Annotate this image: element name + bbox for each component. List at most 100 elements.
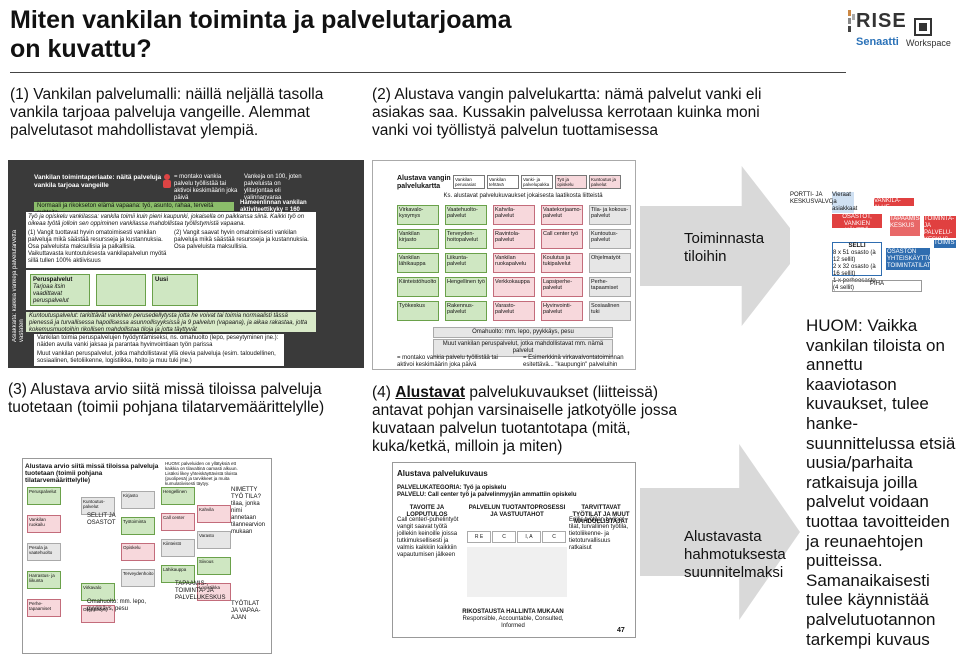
map-header-cell: Vankilan tehtävä (487, 175, 519, 189)
service-box[interactable]: Sosiaalinen tuki (589, 301, 631, 321)
service-box[interactable]: Virkavalo-kysymys (397, 205, 439, 225)
service-box[interactable]: Hyvinvointi-palvelut (541, 301, 583, 321)
service-box[interactable]: Vankilan ruokapalvelu (493, 253, 535, 273)
facility-service-box[interactable]: Lähikauppa (161, 565, 195, 583)
service-box[interactable]: Kiinteistöhuolto (397, 277, 439, 297)
principle-2: (2) Vangit saavat hyvin omatoimisesti va… (174, 230, 309, 250)
workspace-logo-icon (914, 18, 932, 36)
service-box[interactable]: Ravintola-palvelut (493, 229, 535, 249)
facility-service-box[interactable]: Kirjasto (121, 491, 155, 509)
facility-service-box[interactable]: Työtoiminta (121, 517, 155, 535)
page-title: Miten vankilan toiminta ja palvelutarjoa… (10, 6, 512, 63)
service-map-panel: Alustava vangin palvelukartta Ks. alusta… (372, 160, 636, 370)
service-box[interactable]: Kahvila-palvelut (493, 205, 535, 225)
service-box[interactable]: Kuntoutus-palvelut (589, 229, 631, 249)
facility-service-box[interactable]: Terveydenhoito (121, 569, 155, 587)
col-goal-header: TAVOITE JA LOPPUTULOS (406, 505, 448, 518)
service-box[interactable]: Vankilan lähikauppa (397, 253, 439, 273)
workrooms-label: TYÖTILAT JA VAPAA-AJAN (231, 601, 261, 621)
facility-service-box[interactable]: Kiinteistö (161, 539, 195, 557)
facility-service-box[interactable]: Vankilan ruokailu (27, 515, 61, 533)
service-map-grid: Virkavalo-kysymys Vaatehuolto-palvelut Kah… (397, 205, 633, 325)
service-box[interactable]: Työkeskus (397, 301, 439, 321)
facility-service-box[interactable]: Ohjelmatyö (81, 605, 115, 623)
facility-service-box[interactable]: Perhe-tapaamiset (27, 599, 61, 617)
facility-service-box[interactable]: Pesula ja vaatehuolto (27, 543, 61, 561)
facility-service-box[interactable]: Peruspalvelut (27, 487, 61, 505)
service-map-title: Alustava vangin palvelukartta (397, 175, 451, 190)
facilities-estimate-panel: Alustava arvio siitä missä tiloissa palv… (22, 458, 272, 654)
yard-box: PIHA (832, 280, 922, 292)
count-note: Vankeja on 100, joten palveluista on yli… (244, 174, 302, 201)
service-model-panel: Vankilan toimintaperiaate: näitä palvelu… (8, 160, 364, 368)
service-box[interactable]: Koulutus ja tukipalvelut (541, 253, 583, 273)
service-name: PALVELU: Call center työ ja palvelinmyyj… (397, 492, 577, 498)
map-footer-1: Omahuolto: mm. lepo, pyykkäys, pesu (433, 327, 613, 338)
map-header-cell: Kuntoutus ja palvelut (589, 175, 621, 189)
work-study-text: Työ ja opiskelu vankilassa: vankila toim… (28, 214, 305, 227)
service-box-a[interactable] (96, 274, 146, 306)
activity-center-box: TOIMINTA- JA PALVELU-KESKUS (924, 216, 956, 243)
caption-3: (3) Alustava arvio siitä missä tiloissa … (8, 381, 325, 416)
service-box[interactable]: Call center työ (541, 229, 583, 249)
facilities-estimate-title: Alustava arvio siitä missä tiloissa palv… (25, 463, 159, 484)
col-process-header: PALVELUN TUOTANTOPROSESSI JA VASTUUTAHOT (468, 505, 566, 518)
senaatti-logo: Senaatti (856, 36, 899, 48)
caption-4-emphasis: Alustavat (395, 384, 466, 401)
work-study-block: Työ ja opiskelu vankilassa: vankila toim… (26, 212, 316, 268)
basic-services-row: Peruspalvelut Tarjoaa itsin vaadittavat … (26, 270, 316, 310)
uusi-box[interactable]: Uusi (152, 274, 198, 306)
caption-2: (2) Alustava vangin palvelukartta: nämä … (372, 86, 762, 139)
service-box[interactable]: Liikunta-palvelut (445, 253, 487, 273)
service-box[interactable]: Ohjelmatyöt (589, 253, 631, 273)
title-divider (10, 72, 846, 73)
map-header-cell: Työ ja opiskelu (555, 175, 587, 189)
service-box[interactable]: Vaatehuolto-palvelut (445, 205, 487, 225)
facilities-self-care: Omahuolto: mm. lepo, pyykkäys, pesu (87, 599, 147, 612)
service-box[interactable]: Hengellinen työ (445, 277, 487, 297)
service-box[interactable]: Rakennus-palvelut (445, 301, 487, 321)
facilities-note: HUOM: palveluiden on yllätyksiä ett kaik… (165, 461, 238, 486)
caption-1: (1) Vankilan palvelumalli: näillä neljäl… (10, 86, 324, 139)
service-box[interactable]: Varasto-palvelut (493, 301, 535, 321)
service-box[interactable]: Lapsiperhe-palvelut (541, 277, 583, 297)
banner-normal-life: Normaali ja rikokseton elämä vapaana: ty… (34, 202, 234, 216)
facility-service-box[interactable]: Virkavalo (81, 583, 115, 601)
cells-label: SELLIT JA OSASTOT (87, 513, 116, 526)
service-box[interactable]: Terveyden-hoitopalvelut (445, 229, 487, 249)
map-footer-2: Muut vankilan peruspalvelut, jotka mahdo… (433, 339, 613, 357)
raci-cell: I, A (517, 531, 541, 543)
facility-diagram-panel: PORTTI- JA KESKUSVALVONTA Vieraat ja asi… (790, 186, 956, 306)
facility-service-box[interactable]: Opiskelu (121, 543, 155, 561)
process-text-block (467, 547, 567, 597)
facility-service-box[interactable]: Kahvila (197, 505, 231, 523)
service-box[interactable]: Vankilan kirjasto (397, 229, 439, 249)
facility-service-box[interactable]: Kuntoutus-palvelut (81, 497, 115, 515)
named-work-label: NIMETTY TYÖ TILA? tilaa, jonka nimi anne… (231, 487, 266, 535)
service-description-panel: Alustava palvelukuvaus PALVELUKATEGORIA:… (392, 462, 636, 638)
facility-service-box[interactable]: Varasto (197, 531, 231, 549)
workspace-logo: Workspace (906, 38, 951, 48)
service-box[interactable]: Tila- ja kokous-palvelut (589, 205, 631, 225)
peruspalvelut-box[interactable]: Peruspalvelut Tarjoaa itsin vaadittavat … (30, 274, 90, 306)
facility-service-box[interactable]: Siivous (197, 557, 231, 575)
raci-cell: C (492, 531, 516, 543)
service-description-title: Alustava palvelukuvaus (397, 469, 488, 478)
service-box[interactable]: Vaatekorjaamo-palvelut (541, 205, 583, 225)
facility-service-box[interactable]: Call center (161, 513, 195, 531)
meeting-center-box: TAPAAMIS-KESKUS (890, 216, 921, 236)
self-care-footer: Vankilan toimia peruspalvelujen hyödyntä… (34, 334, 284, 350)
facility-service-box[interactable]: Hengellinen (161, 487, 195, 505)
service-box[interactable]: Perhe-tapaamiset (589, 277, 631, 297)
service-map-subtitle: Ks. alustavat palvelukuvaukset jokaisest… (443, 193, 603, 199)
service-box[interactable]: Verkkokauppa (493, 277, 535, 297)
map-legend-right: = Esimerkkinä virkavalvontatoiminnan esi… (523, 355, 624, 368)
col-facilities-header: TARVITTAVAT TYÖTILAT JA MUUT MAHDOLLISTA… (572, 505, 630, 525)
other-services-footer: Muut vankilan peruspalvelut, jotka mahdo… (34, 350, 284, 366)
map-header-cell: Vanki- ja palvelupakka (521, 175, 553, 189)
facility-service-box[interactable]: Logistiikka (197, 583, 231, 601)
facility-service-box[interactable]: Harrastus- ja liikunta (27, 571, 61, 589)
raci-cell: C (542, 531, 566, 543)
raci-legend-title: RIKOSTAUSTA HALLINTA MUKAAN (462, 609, 564, 615)
visitors-label: Vieraat ja asiakkaat (832, 192, 858, 213)
